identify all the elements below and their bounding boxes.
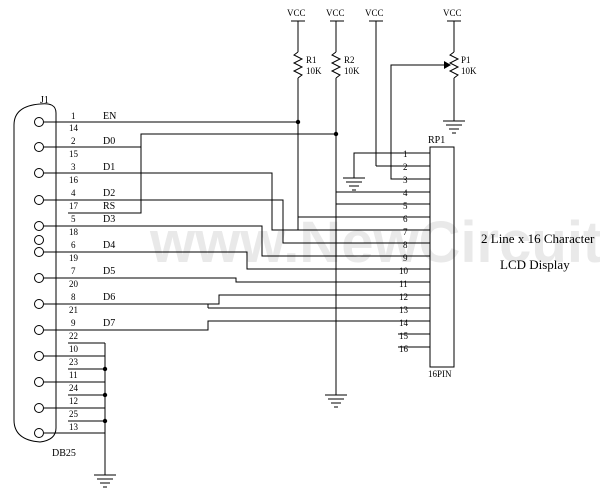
resistor-r1 [292, 21, 304, 230]
lcd-pin-numbers: 1 2 3 4 5 6 7 8 9 10 11 12 13 14 15 16 [399, 149, 409, 354]
db25-pin-label: 3 [71, 162, 76, 172]
lcd-pin-label: 7 [403, 227, 408, 237]
lcd-label-line1: 2 Line x 16 Character [481, 231, 595, 246]
signal-d6: D6 [103, 292, 115, 303]
lcd-header-body [429, 146, 455, 368]
vcc-label: VCC [365, 8, 384, 18]
lcd-pin-label: 2 [403, 162, 408, 172]
r2-value: 10K [344, 66, 360, 76]
db25-pin-label: 18 [69, 227, 79, 237]
lcd-pin-label: 3 [403, 175, 408, 185]
signal-d2: D2 [103, 188, 115, 199]
db25-pin-label: 2 [71, 136, 76, 146]
vcc-label: VCC [443, 8, 462, 18]
lcd-pin-label: 15 [399, 331, 409, 341]
db25-shell [13, 103, 57, 443]
lcd-pin-label: 11 [399, 279, 408, 289]
signal-d1: D1 [103, 162, 115, 173]
signal-d7: D7 [103, 318, 115, 329]
lcd-pin-label: 5 [403, 201, 408, 211]
r1-value: 10K [306, 66, 322, 76]
connector-ref: J1 [40, 95, 49, 106]
db25-pin-circles [34, 117, 44, 438]
lcd-pin-stubs [398, 333, 430, 348]
db25-pin-label: 20 [69, 279, 79, 289]
signal-wires [68, 121, 430, 331]
db25-pin-label: 4 [71, 188, 76, 198]
db25-pin-label: 25 [69, 409, 79, 419]
db25-pin-label: 16 [69, 175, 79, 185]
db25-pin-label: 17 [69, 201, 79, 211]
p1-value: 10K [461, 66, 477, 76]
db25-pin-label: 19 [69, 253, 79, 263]
lcd-label-line2: LCD Display [500, 257, 570, 272]
db25-pin-label: 21 [69, 305, 78, 315]
lcd-pin-label: 9 [403, 253, 408, 263]
db25-pin-label: 5 [71, 214, 76, 224]
lcd-misc-wires [298, 191, 430, 218]
db25-pin-label: 22 [69, 331, 78, 341]
potentiometer-p1 [390, 21, 460, 180]
lcd-pin-label: 10 [399, 266, 409, 276]
db25-pin-label: 23 [69, 357, 79, 367]
connector-name: DB25 [52, 448, 76, 459]
db25-pin-label: 1 [71, 111, 76, 121]
db25-pin-label: 12 [69, 396, 78, 406]
db25-pin-label: 14 [69, 123, 79, 133]
lcd-pin-label: 4 [403, 188, 408, 198]
lcd-pin-label: 13 [399, 305, 409, 315]
ground-symbol [94, 474, 116, 488]
db25-pin-label: 15 [69, 149, 79, 159]
db25-pin-label: 11 [69, 370, 78, 380]
ground-bus [68, 342, 108, 475]
signal-d0: D0 [103, 136, 115, 147]
db25-pin-label: 8 [71, 292, 76, 302]
vcc-label: VCC [287, 8, 306, 18]
lcd-pin-label: 16 [399, 344, 409, 354]
r2-ref: R2 [344, 55, 355, 65]
signal-d4: D4 [103, 240, 115, 251]
ground-symbol [443, 120, 465, 134]
signal-rs: RS [103, 201, 115, 212]
db25-pin-leads [44, 121, 68, 434]
signal-labels: EN D0 D1 D2 RS D3 D4 D5 D6 D7 [103, 111, 116, 329]
lcd-header-ref: RP1 [428, 135, 445, 146]
db25-pin-label: 7 [71, 266, 76, 276]
db25-pin-label: 10 [69, 344, 79, 354]
vcc-label: VCC [326, 8, 345, 18]
ground-symbol [325, 394, 347, 408]
lcd-pin-label: 12 [399, 292, 408, 302]
resistor-r2 [330, 21, 342, 395]
db25-pin-numbers: 1 14 2 15 3 16 4 17 5 18 6 19 7 20 8 21 … [69, 111, 79, 432]
db25-pin-label: 13 [69, 422, 79, 432]
db25-pin-label: 6 [71, 240, 76, 250]
signal-d5: D5 [103, 266, 115, 277]
lcd-pin1-ground [343, 152, 430, 191]
db25-pin-label: 9 [71, 318, 76, 328]
lcd-pin-label: 6 [403, 214, 408, 224]
lcd-header-part: 16PIN [428, 369, 452, 379]
signal-d3: D3 [103, 214, 115, 225]
p1-ref: P1 [461, 55, 471, 65]
lcd-pin-label: 1 [403, 149, 408, 159]
lcd-pin-label: 14 [399, 318, 409, 328]
r1-ref: R1 [306, 55, 317, 65]
db25-pin-label: 24 [69, 383, 79, 393]
vcc-to-lcd-pin2 [375, 21, 430, 167]
signal-en: EN [103, 111, 116, 122]
lcd-pin-label: 8 [403, 240, 408, 250]
